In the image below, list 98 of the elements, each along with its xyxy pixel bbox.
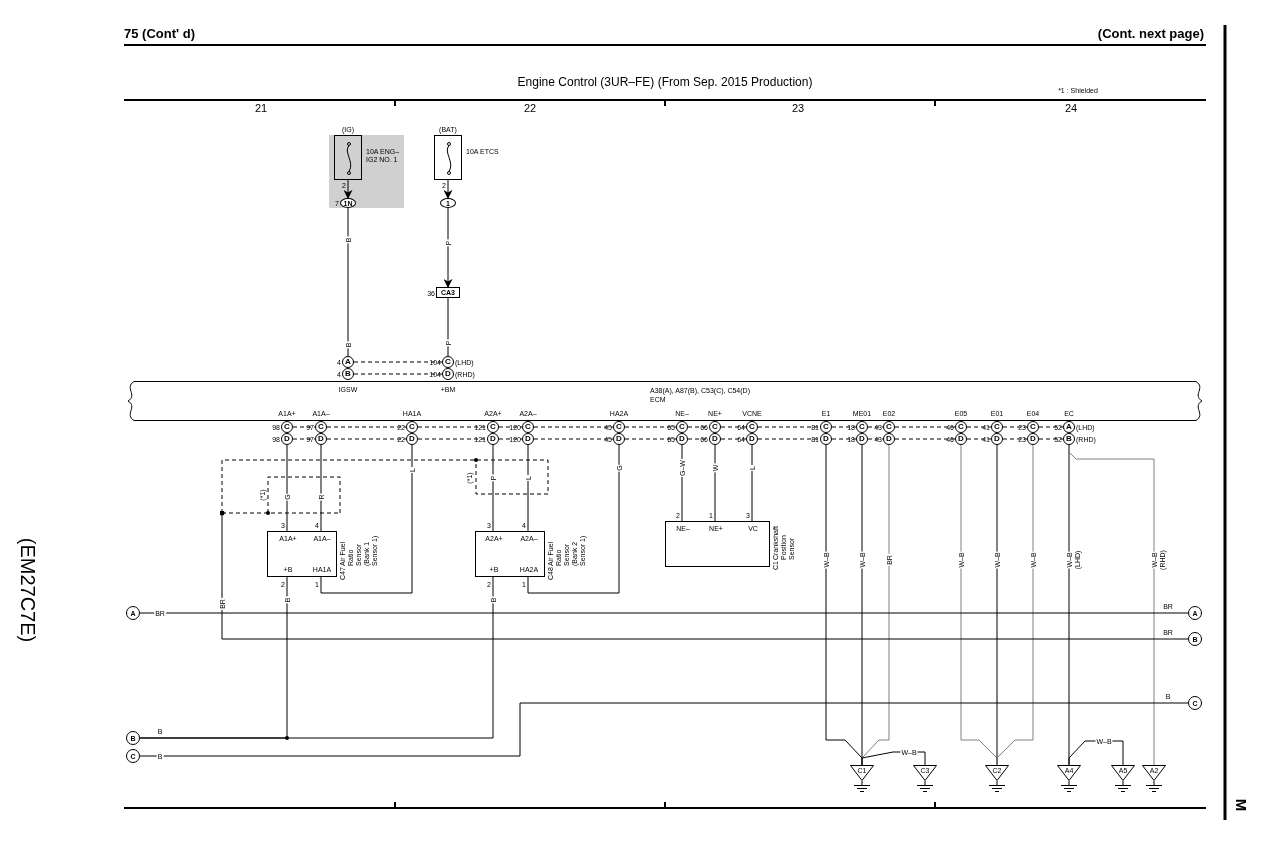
terminal-letter: A — [345, 358, 351, 366]
terminal-letter: C — [1030, 423, 1036, 431]
terminal-letter: A — [1066, 423, 1072, 431]
terminal-letter: C — [712, 423, 718, 431]
wire — [714, 444, 716, 522]
off-page-connector — [1188, 632, 1202, 646]
terminal-letter: C — [886, 423, 892, 431]
terminal-letter: C — [284, 423, 290, 431]
terminal-letter: C — [409, 423, 415, 431]
wire — [219, 510, 1189, 640]
dashed-link — [624, 426, 677, 428]
wire — [527, 444, 620, 594]
dashed-link — [831, 438, 857, 440]
dashed-link — [326, 426, 407, 428]
terminal-letter: D — [712, 435, 718, 443]
off-page-connector — [126, 606, 140, 620]
terminal-letter: C — [616, 423, 622, 431]
dashed-link — [292, 426, 316, 428]
off-page-connector — [126, 749, 140, 763]
terminal-letter: B — [345, 370, 351, 378]
document-code: (EM27C7E) — [18, 537, 38, 643]
dashed-link — [867, 426, 884, 428]
terminal-letter: C — [958, 423, 964, 431]
wire — [139, 576, 494, 739]
terminal-letter: D — [445, 370, 451, 378]
terminal-letter: C — [490, 423, 496, 431]
wire — [447, 297, 449, 357]
terminal-letter: C — [445, 358, 451, 366]
connector — [440, 198, 456, 208]
terminal-letter: C — [859, 423, 865, 431]
wire — [492, 444, 494, 532]
dashed-link — [1002, 438, 1028, 440]
terminal-letter: C — [823, 423, 829, 431]
terminal-letter: D — [490, 435, 496, 443]
wire — [996, 444, 1034, 766]
dashed-link — [326, 438, 407, 440]
dashed-link — [867, 438, 884, 440]
wire — [343, 179, 353, 199]
terminal-letter: D — [823, 435, 829, 443]
column-number: 23 — [791, 102, 805, 114]
terminal-letter: D — [994, 435, 1000, 443]
terminal-letter: D — [318, 435, 324, 443]
wire — [139, 702, 1189, 757]
dashed-link — [966, 438, 992, 440]
terminal-letter: C — [525, 423, 531, 431]
dashed-link — [353, 361, 443, 363]
dashed-link — [498, 426, 523, 428]
wire — [527, 444, 529, 532]
wire — [347, 207, 349, 357]
dashed-link — [533, 438, 614, 440]
dashed-link — [894, 438, 956, 440]
wire — [139, 612, 1189, 614]
dashed-link — [894, 426, 956, 428]
terminal-letter: D — [409, 435, 415, 443]
wire — [861, 751, 926, 766]
dashed-link — [292, 438, 316, 440]
terminal-letter: C — [994, 423, 1000, 431]
wire — [320, 444, 413, 594]
terminal-letter: D — [958, 435, 964, 443]
terminal-letter: D — [749, 435, 755, 443]
continuation-note: (Cont. next page) — [1097, 26, 1204, 40]
terminal-letter: B — [1066, 435, 1072, 443]
off-page-connector — [1188, 606, 1202, 620]
terminal-letter: D — [679, 435, 685, 443]
wire — [443, 207, 453, 288]
dashed-link — [1002, 426, 1028, 428]
page-header: 75 (Cont' d) — [124, 26, 195, 40]
wire — [443, 179, 453, 199]
dashed-link — [720, 438, 747, 440]
off-page-connector — [1188, 696, 1202, 710]
column-number: 24 — [1064, 102, 1078, 114]
diagram-title: Engine Control (3UR–FE) (From Sep. 2015 Production) — [517, 76, 813, 88]
wire — [320, 444, 322, 532]
terminal-letter: D — [886, 435, 892, 443]
dashed-link — [624, 438, 677, 440]
terminal-letter: D — [284, 435, 290, 443]
terminal-letter: D — [859, 435, 865, 443]
wire — [751, 444, 753, 522]
dashed-link — [498, 438, 523, 440]
wire — [286, 444, 288, 532]
terminal-letter: C — [318, 423, 324, 431]
terminal-letter: C — [749, 423, 755, 431]
wire — [1068, 740, 1124, 766]
dashed-link — [831, 426, 857, 428]
dashed-link — [1038, 438, 1064, 440]
terminal-letter: D — [616, 435, 622, 443]
off-page-connector — [126, 731, 140, 745]
dashed-link — [353, 373, 443, 375]
terminal-letter: D — [525, 435, 531, 443]
dashed-link — [966, 426, 992, 428]
column-number: 21 — [254, 102, 268, 114]
terminal-letter: C — [679, 423, 685, 431]
dashed-link — [720, 426, 747, 428]
dashed-link — [1038, 426, 1064, 428]
dashed-link — [533, 426, 614, 428]
section-tab-letter: M — [1233, 798, 1249, 812]
column-number: 22 — [523, 102, 537, 114]
terminal-letter: D — [1030, 435, 1036, 443]
